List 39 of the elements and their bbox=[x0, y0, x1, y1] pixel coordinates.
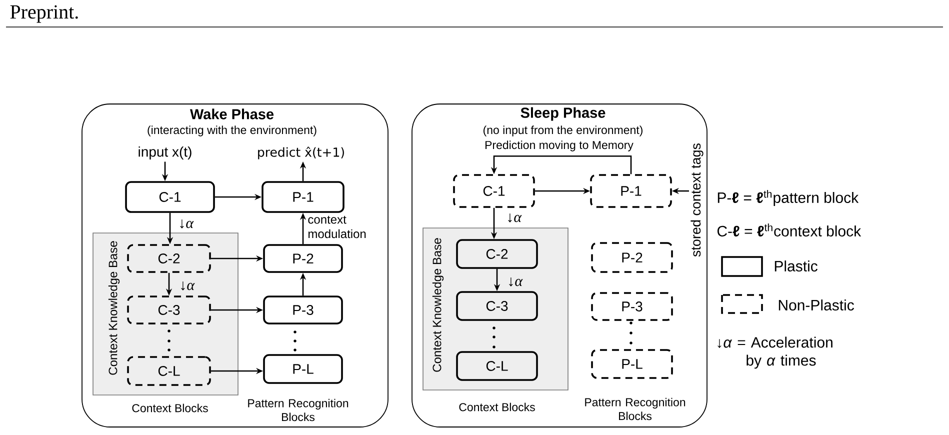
edge-label: ↓α bbox=[180, 220, 194, 228]
pattern-block: P-2 bbox=[263, 244, 343, 273]
panel-title: Wake Phase bbox=[190, 108, 274, 120]
pattern-block: P-3 bbox=[263, 296, 343, 324]
column-caption: Context Blocks bbox=[132, 404, 208, 412]
pattern-block: P-L bbox=[263, 354, 343, 384]
edge-label: Prediction moving to Memory bbox=[486, 140, 634, 152]
input-label: input x(t) bbox=[138, 146, 192, 160]
context-block: C-1 bbox=[453, 174, 535, 208]
pattern-block: P-1 bbox=[590, 174, 672, 208]
legend-label: Plastic bbox=[774, 260, 818, 272]
panel-title: Sleep Phase bbox=[520, 107, 606, 121]
pattern-block: P-3 bbox=[591, 292, 673, 321]
legend-note: P-ℓ = ℓ$^{th}$pattern block bbox=[718, 190, 859, 206]
column-caption: Pattern Recognition Blocks bbox=[248, 398, 348, 422]
edge-label: ↓α bbox=[181, 282, 195, 290]
edge-label: context modulation bbox=[308, 216, 366, 238]
column-caption: Pattern Recognition Blocks bbox=[585, 398, 686, 420]
edge-label: ↓α bbox=[508, 214, 522, 222]
context-block: C-2 bbox=[127, 244, 211, 273]
panel-subtitle: (no input from the environment) bbox=[484, 126, 642, 136]
legend-note: ↓α = Acceleration by α times bbox=[718, 336, 832, 369]
column-caption: Context Blocks bbox=[459, 402, 535, 412]
context-block: C-3 bbox=[456, 291, 538, 321]
context-block: C-L bbox=[456, 351, 538, 381]
legend-label: Non-Plastic bbox=[778, 299, 854, 310]
context-block: C-L bbox=[127, 356, 211, 386]
edge-label: ↓α bbox=[509, 278, 523, 286]
running-header: Preprint. bbox=[10, 5, 78, 23]
context-block: C-1 bbox=[125, 181, 215, 213]
panel-subtitle: (interacting with the environment) bbox=[148, 126, 316, 136]
pattern-block: P-2 bbox=[591, 242, 673, 273]
legend-note: C-ℓ = ℓ$^{th}$context block bbox=[717, 224, 862, 236]
side-label: stored context tags bbox=[690, 143, 704, 257]
output-label: predict x̂(t+1) bbox=[258, 146, 344, 160]
context-block: C-3 bbox=[127, 296, 211, 324]
pattern-block: P-L bbox=[591, 349, 673, 379]
pattern-block: P-1 bbox=[262, 181, 344, 213]
context-block: C-2 bbox=[456, 239, 538, 269]
